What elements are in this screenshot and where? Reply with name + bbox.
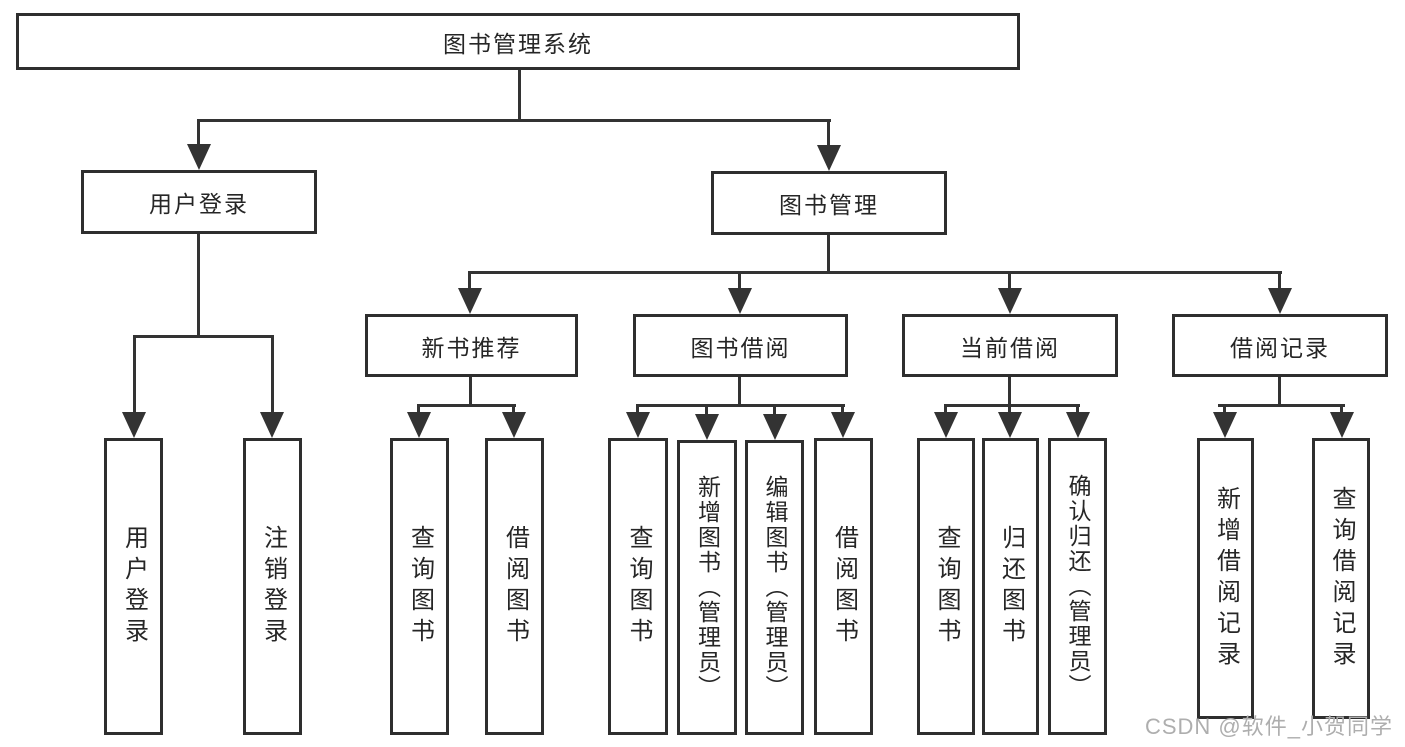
connector-line: [705, 406, 708, 414]
connector-line: [1278, 273, 1281, 290]
connector-line: [1008, 273, 1011, 290]
node-leaf-rcd-add: 新增借阅记录: [1197, 438, 1254, 719]
connector-line: [738, 273, 741, 290]
arrow-down-icon: [122, 412, 146, 438]
node-leaf-logout: 注销登录: [243, 438, 302, 735]
connector-line: [417, 406, 420, 414]
arrow-down-icon: [1066, 412, 1090, 438]
arrow-down-icon: [1268, 288, 1292, 314]
node-leaf-user-login: 用户登录: [104, 438, 163, 735]
arrow-down-icon: [817, 145, 841, 171]
arrow-down-icon: [187, 144, 211, 170]
connector-line: [1218, 404, 1345, 407]
connector-line: [1008, 406, 1011, 414]
arrow-down-icon: [1330, 412, 1354, 438]
connector-line: [636, 406, 639, 414]
connector-line: [1008, 377, 1011, 407]
arrow-down-icon: [831, 412, 855, 438]
connector-line: [197, 234, 200, 337]
node-leaf-bor-add: 新增图书（管理员）: [677, 440, 737, 735]
node-leaf-rec-query: 查询图书: [390, 438, 449, 735]
connector-line: [469, 377, 472, 407]
arrow-down-icon: [998, 288, 1022, 314]
node-book-mgmt: 图书管理: [711, 171, 947, 235]
node-new-book-rec: 新书推荐: [365, 314, 578, 377]
node-leaf-bor-edit: 编辑图书（管理员）: [745, 440, 804, 735]
connector-line: [1076, 406, 1079, 414]
connector-line: [1340, 406, 1343, 414]
connector-line: [1278, 377, 1281, 407]
connector-line: [738, 377, 741, 407]
node-book-borrow: 图书借阅: [633, 314, 848, 377]
node-root: 图书管理系统: [16, 13, 1020, 70]
node-leaf-rcd-query: 查询借阅记录: [1312, 438, 1370, 719]
connector-line: [133, 335, 274, 338]
node-user-login: 用户登录: [81, 170, 317, 234]
connector-line: [773, 406, 776, 414]
arrow-down-icon: [934, 412, 958, 438]
arrow-down-icon: [626, 412, 650, 438]
watermark-text: CSDN @软件_小贺同学: [1144, 714, 1393, 739]
connector-line: [468, 271, 1282, 274]
node-leaf-cur-return: 归还图书: [982, 438, 1039, 735]
arrow-down-icon: [998, 412, 1022, 438]
connector-line: [827, 235, 830, 273]
node-current-borrow: 当前借阅: [902, 314, 1118, 377]
connector-line: [944, 404, 1080, 407]
connector-line: [512, 406, 515, 414]
arrow-down-icon: [458, 288, 482, 314]
connector-line: [197, 119, 831, 122]
connector-line: [518, 69, 521, 121]
connector-line: [1223, 406, 1226, 414]
connector-line: [841, 406, 844, 414]
connector-line: [468, 273, 471, 290]
connector-line: [197, 121, 200, 147]
connector-line: [417, 404, 516, 407]
node-leaf-rec-borrow: 借阅图书: [485, 438, 544, 735]
arrow-down-icon: [728, 288, 752, 314]
arrow-down-icon: [502, 412, 526, 438]
arrow-down-icon: [1213, 412, 1237, 438]
connector-line: [944, 406, 947, 414]
arrow-down-icon: [260, 412, 284, 438]
node-leaf-bor-borrow: 借阅图书: [814, 438, 873, 735]
arrow-down-icon: [407, 412, 431, 438]
arrow-down-icon: [695, 414, 719, 440]
connector-line: [636, 404, 845, 407]
arrow-down-icon: [763, 414, 787, 440]
connector-line: [133, 337, 136, 414]
connector-line: [271, 337, 274, 414]
connector-line: [827, 121, 830, 147]
node-leaf-cur-confirm: 确认归还（管理员）: [1048, 438, 1107, 735]
node-leaf-bor-query: 查询图书: [608, 438, 668, 735]
node-leaf-cur-query: 查询图书: [917, 438, 975, 735]
node-borrow-record: 借阅记录: [1172, 314, 1388, 377]
